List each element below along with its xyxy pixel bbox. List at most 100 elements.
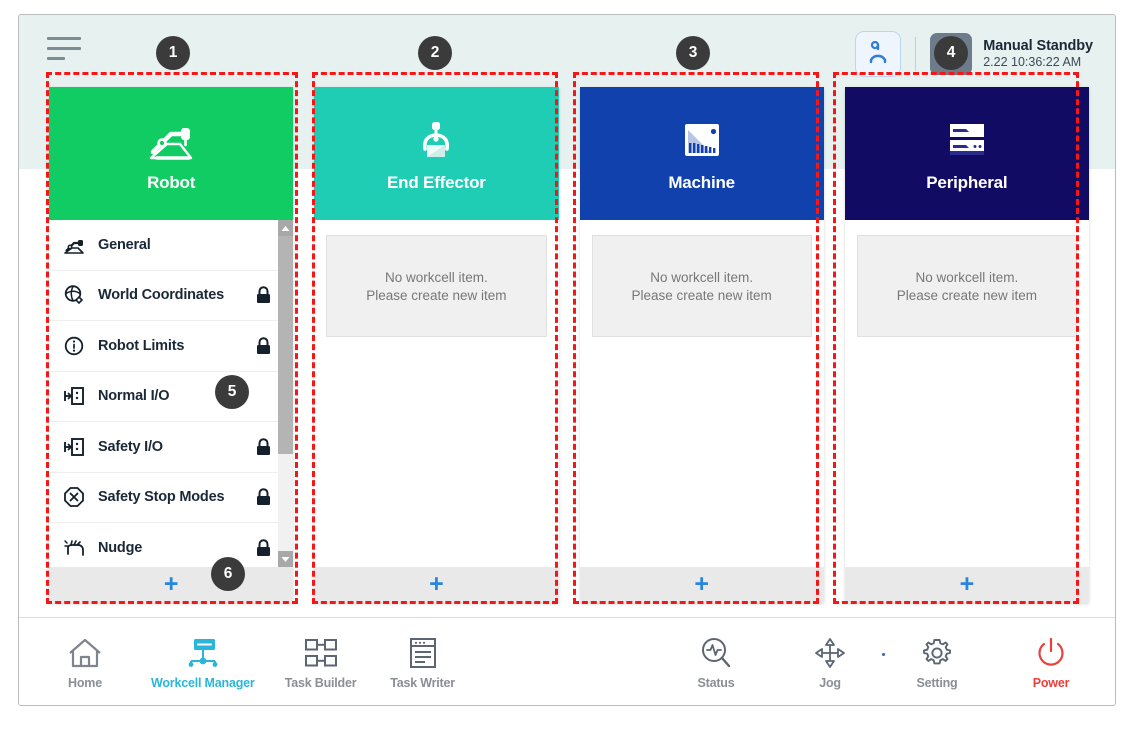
- nav-group-right: Status Jog: [680, 633, 1087, 690]
- plus-icon: +: [694, 569, 709, 598]
- scrollbar-thumb[interactable]: [278, 236, 294, 454]
- nav-label: Setting: [916, 676, 958, 690]
- empty-line-1: No workcell item.: [384, 269, 488, 285]
- machine-chart-icon: [681, 115, 723, 165]
- task-writer-icon: [407, 633, 439, 669]
- plus-icon: +: [163, 569, 179, 598]
- annotation-badge-3: 3: [676, 36, 710, 70]
- gear-icon: [920, 633, 954, 669]
- jog-dpad-icon: [812, 633, 848, 669]
- workcell-column-machine: Machine No workcell item. Please create …: [579, 87, 824, 603]
- annotation-badge-1: 1: [156, 36, 190, 70]
- annotation-badge-4: 4: [934, 36, 968, 70]
- column-header-peripheral[interactable]: Peripheral: [844, 87, 1089, 220]
- io-port-icon: [59, 436, 89, 458]
- hamburger-line: [47, 37, 81, 40]
- nav-item-task-builder[interactable]: Task Builder: [285, 633, 357, 690]
- nav-item-workcell-manager[interactable]: Workcell Manager: [151, 633, 255, 690]
- nav-label: Status: [697, 676, 735, 690]
- lock-icon: [255, 286, 272, 304]
- nav-label: Power: [1032, 676, 1070, 690]
- column-header-machine[interactable]: Machine: [579, 87, 824, 220]
- robot-list-item[interactable]: Nudge: [49, 523, 278, 567]
- hamburger-menu-icon[interactable]: [47, 37, 87, 71]
- column-header-end-effector[interactable]: End Effector: [314, 87, 559, 220]
- peripheral-rack-icon: [946, 115, 988, 165]
- nav-item-power[interactable]: Power: [1015, 633, 1087, 690]
- nav-item-setting[interactable]: Setting: [901, 633, 973, 690]
- annotation-badge-5: 5: [215, 375, 249, 409]
- robot-list-item-label: General: [98, 236, 151, 253]
- robot-list-item[interactable]: General: [49, 220, 279, 271]
- scroll-down-icon[interactable]: [278, 551, 294, 567]
- robot-list-item-label: Safety Stop Modes: [98, 489, 225, 506]
- plus-icon: +: [959, 569, 975, 598]
- workcell-column-end-effector: End Effector No workcell item. Please cr…: [314, 87, 559, 603]
- column-body-machine: No workcell item. Please create new item: [579, 220, 824, 567]
- robot-reset-icon[interactable]: [855, 31, 902, 77]
- nav-item-status[interactable]: Status: [680, 633, 752, 690]
- plus-icon: +: [429, 569, 444, 598]
- separator-dot: [882, 653, 885, 656]
- robot-arm-icon: [147, 115, 195, 165]
- nav-label: Task Writer: [390, 676, 455, 690]
- empty-state: No workcell item. Please create new item: [591, 235, 812, 337]
- robot-list-item-label: Robot Limits: [98, 337, 185, 354]
- robot-list-item[interactable]: Normal I/O: [49, 372, 279, 422]
- robot-list-item[interactable]: Safety I/O: [49, 422, 279, 473]
- column-body-peripheral: No workcell item. Please create new item: [844, 220, 1089, 567]
- hamburger-line: [47, 47, 81, 50]
- column-title: Peripheral: [926, 172, 1008, 192]
- list-scrollbar[interactable]: [278, 220, 294, 567]
- nav-label: Home: [68, 676, 102, 690]
- nav-item-home[interactable]: Home: [49, 633, 121, 690]
- robot-list-item-label: Normal I/O: [98, 388, 170, 405]
- robot-list-item-label: World Coordinates: [98, 287, 225, 304]
- workcell-column-peripheral: Peripheral No workcell item. Please crea…: [844, 87, 1089, 603]
- robot-list-item-label: Safety I/O: [98, 438, 163, 455]
- empty-line-1: No workcell item.: [650, 269, 754, 285]
- gripper-icon: [414, 115, 458, 165]
- robot-list-item[interactable]: Safety Stop Modes: [49, 473, 279, 523]
- add-end-effector-item-button[interactable]: +: [314, 567, 559, 603]
- annotation-badge-2: 2: [418, 36, 452, 70]
- lock-icon: [255, 538, 272, 557]
- empty-line-2: Please create new item: [366, 287, 507, 303]
- status-timestamp: 2.22 10:36:22 AM: [983, 55, 1082, 70]
- divider: [915, 37, 917, 71]
- add-peripheral-item-button[interactable]: +: [844, 567, 1089, 603]
- hamburger-line: [47, 57, 65, 60]
- nav-label: Workcell Manager: [151, 676, 255, 690]
- nudge-hand-icon: [59, 537, 89, 559]
- nav-group-left: Home Workcell Manage: [49, 633, 459, 690]
- robot-list-item[interactable]: Robot Limits: [49, 321, 279, 372]
- column-title: Machine: [668, 172, 735, 192]
- status-text-block: Manual Standby 2.22 10:36:22 AM: [983, 37, 1093, 71]
- column-title: Robot: [147, 172, 196, 192]
- application-frame: Manual Standby 2.22 10:36:22 AM: [18, 14, 1116, 706]
- add-machine-item-button[interactable]: +: [579, 567, 824, 603]
- column-header-robot[interactable]: Robot: [49, 87, 294, 220]
- empty-state: No workcell item. Please create new item: [856, 235, 1077, 337]
- status-cluster: Manual Standby 2.22 10:36:22 AM: [855, 28, 1093, 80]
- nav-label: Task Builder: [284, 676, 357, 690]
- empty-line-2: Please create new item: [896, 287, 1038, 303]
- limits-circle-icon: [59, 335, 89, 357]
- nav-label: Jog: [819, 676, 841, 690]
- add-robot-item-button[interactable]: +: [49, 567, 294, 603]
- home-icon: [68, 633, 102, 669]
- status-title: Manual Standby: [983, 38, 1093, 55]
- column-title: End Effector: [387, 172, 486, 192]
- nav-item-task-writer[interactable]: Task Writer: [387, 633, 459, 690]
- stop-octagon-icon: [59, 486, 89, 508]
- scroll-up-icon[interactable]: [278, 220, 294, 236]
- lock-icon: [255, 437, 272, 456]
- nav-item-jog[interactable]: Jog: [794, 633, 866, 690]
- robot-arm-small-icon: [59, 235, 89, 255]
- power-icon: [1035, 633, 1067, 669]
- task-builder-icon: [303, 633, 339, 669]
- robot-list-item[interactable]: World Coordinates: [49, 271, 279, 321]
